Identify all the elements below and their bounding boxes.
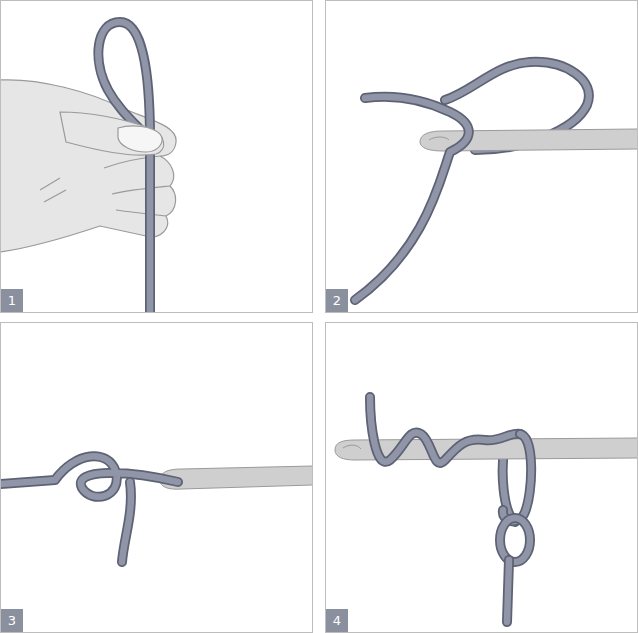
step-number: 2 <box>326 289 348 312</box>
step-number: 4 <box>326 609 348 632</box>
step-number: 1 <box>1 289 23 312</box>
panel-one <box>0 1 313 314</box>
panel-four <box>326 323 638 633</box>
panel-two <box>326 1 638 313</box>
step-number: 3 <box>1 609 23 632</box>
panel-three <box>0 323 313 633</box>
